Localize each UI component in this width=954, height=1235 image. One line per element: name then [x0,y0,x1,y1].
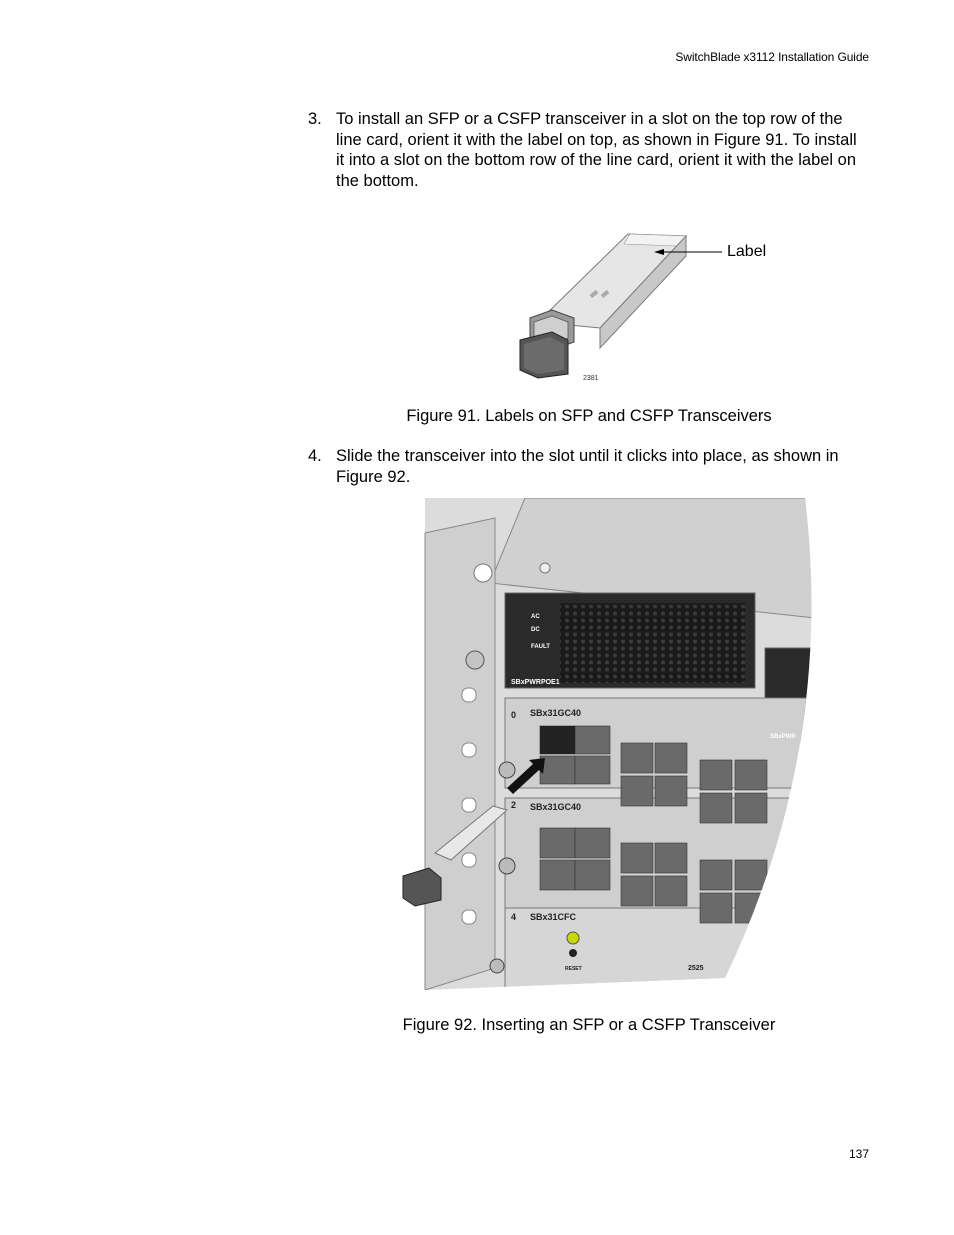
step-number: 3. [308,110,322,128]
line-card-model: SBx31GC40 [530,708,581,718]
label-callout-text: Label [727,243,766,260]
step-text: Slide the transceiver into the slot unti… [336,447,839,486]
psu-led-label: FAULT [531,644,550,650]
page-number: 137 [848,1147,869,1161]
reset-label: RESET [565,966,582,972]
running-header: SwitchBlade x3112 Installation Guide [675,50,869,64]
psu-led-label: AC [531,614,540,620]
drawing-id: 2525 [688,965,704,972]
controller-model: SBx31CFC [530,912,577,922]
step-number: 4. [308,447,322,465]
chassis-insertion-illustration: AC DC FAULT SBxPWRPOE1 SBxPWR 0 2 4 SBx3… [402,498,812,990]
psu-model-label-partial: SBxPWR [770,734,796,740]
slot-number: 4 [511,912,516,922]
psu-led-label: DC [531,627,540,633]
figure-91-caption: Figure 91. Labels on SFP and CSFP Transc… [406,407,772,425]
sfp-transceiver-illustration: Label 2381 [519,233,766,382]
slot-number: 2 [511,800,516,810]
slot-number: 0 [511,710,516,720]
line-card-model: SBx31GC40 [530,802,581,812]
psu-model-label: SBxPWRPOE1 [511,679,560,686]
drawing-id: 2381 [583,375,599,382]
figure-92-caption: Figure 92. Inserting an SFP or a CSFP Tr… [402,1016,776,1034]
step-text: To install an SFP or a CSFP transceiver … [336,110,857,190]
